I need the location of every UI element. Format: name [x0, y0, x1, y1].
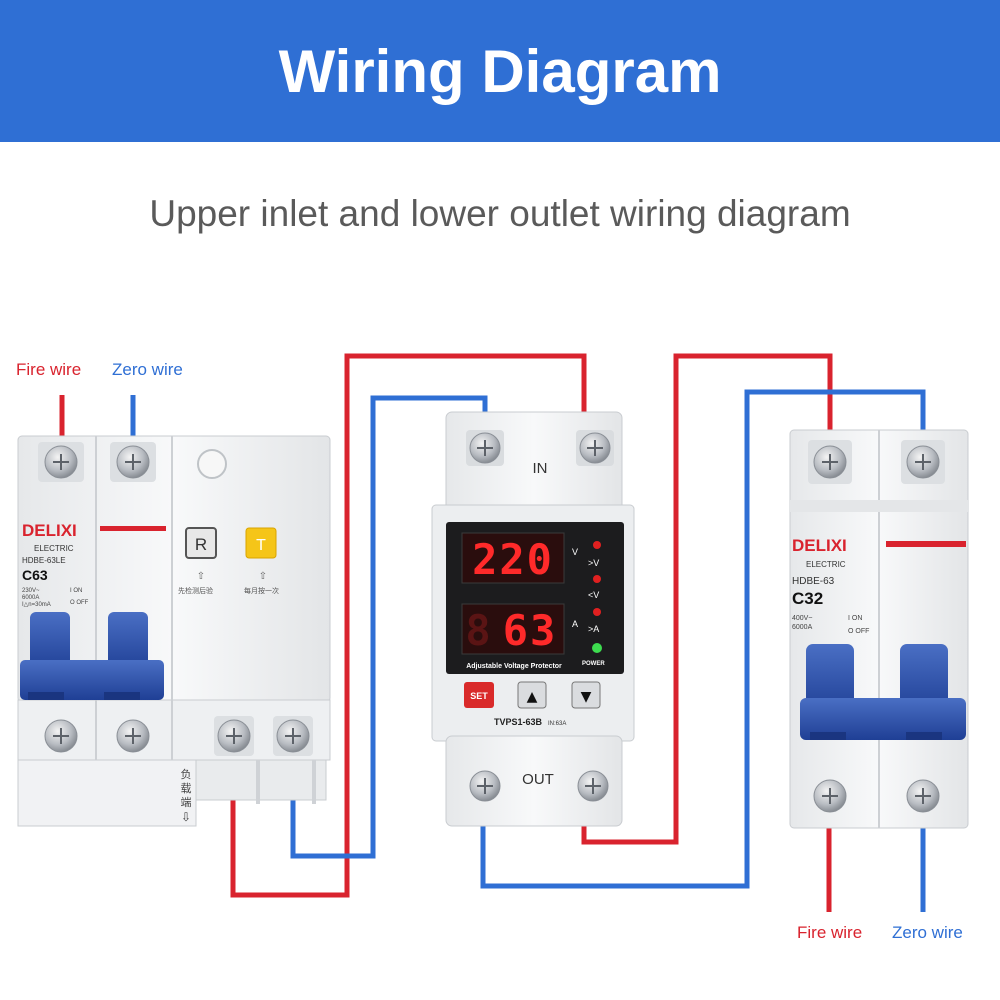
page-title: Wiring Diagram	[278, 38, 722, 105]
right-breaker-brand-sub: ELECTRIC	[806, 560, 846, 569]
voltage-protector: IN 220 8 63 V A >V <V >A POWER Adjustabl…	[431, 411, 635, 827]
screw-icon	[466, 430, 504, 466]
wires	[59, 353, 926, 912]
left-breaker-brand-sub: ELECTRIC	[34, 544, 74, 553]
under-voltage-label: <V	[588, 590, 599, 600]
output-zero-wire-label: Zero wire	[892, 923, 963, 942]
load-label-3: 端	[181, 796, 192, 809]
under-voltage-led	[593, 575, 601, 583]
left-breaker-spec-2: 6000A	[22, 595, 39, 601]
screw-icon	[901, 440, 945, 484]
protector-model: TVPS1-63B	[494, 717, 543, 727]
input-fire-wire-label: Fire wire	[16, 360, 82, 379]
screw-icon	[469, 770, 501, 802]
test-button	[245, 527, 277, 559]
current-display-blank-digit: 8	[465, 606, 490, 655]
left-breaker-spec-3: I△n=30mA	[22, 602, 51, 608]
right-breaker-spec-1: 400V~	[792, 615, 812, 622]
left-breaker-spec-1: 230V~	[22, 588, 40, 594]
set-button-label: SET	[470, 691, 488, 701]
header-banner: Wiring Diagram	[0, 0, 1000, 142]
down-arrow-icon: ⇩	[181, 810, 191, 824]
test-button-label: T	[256, 537, 266, 554]
power-label: POWER	[582, 661, 605, 667]
up-arrow-icon: ⇧	[197, 571, 205, 582]
left-breaker-rating: C63	[22, 567, 48, 583]
left-breaker: DELIXI ELECTRIC HDBE-63LE C63 230V~ 6000…	[17, 435, 331, 827]
output-fire-wire-label: Fire wire	[797, 923, 863, 942]
screw-icon	[110, 442, 156, 482]
screw-icon	[44, 719, 78, 753]
fire-wire-to-right-breaker	[581, 353, 833, 845]
reset-button	[185, 527, 217, 559]
zero-wire-to-protector-in	[290, 395, 488, 859]
screw-icon	[576, 430, 614, 466]
screw-icon	[38, 442, 84, 482]
left-breaker-off-label: O OFF	[70, 600, 89, 606]
set-button[interactable]	[464, 682, 494, 708]
load-label-2: 载	[181, 782, 192, 795]
in-terminal-label: IN	[533, 460, 548, 477]
right-breaker: DELIXI ELECTRIC HDBE-63 C32 400V~ 6000A …	[789, 429, 969, 829]
power-led	[592, 643, 602, 653]
screw-icon	[214, 716, 254, 756]
right-breaker-model: HDBE-63	[792, 576, 835, 587]
indicator-window	[197, 449, 227, 479]
right-breaker-spec-2: 6000A	[792, 624, 813, 631]
right-breaker-brand: DELIXI	[792, 536, 847, 555]
input-zero-wire-label: Zero wire	[112, 360, 183, 379]
over-voltage-led	[593, 541, 601, 549]
current-unit: A	[572, 619, 578, 629]
device-name: Adjustable Voltage Protector	[466, 663, 562, 670]
over-current-label: >A	[588, 624, 599, 634]
right-breaker-handle	[800, 644, 966, 740]
protector-rating: IN:63A	[548, 721, 566, 727]
over-current-led	[593, 608, 601, 616]
left-breaker-on-label: I ON	[70, 588, 82, 594]
up-button[interactable]	[517, 681, 547, 709]
left-breaker-handle	[20, 612, 164, 700]
screw-icon	[808, 440, 852, 484]
left-breaker-model: HDBE-63LE	[22, 556, 66, 565]
screw-icon	[906, 779, 940, 813]
current-reading: 63	[503, 606, 558, 655]
diagram-subtitle: Upper inlet and lower outlet wiring diag…	[149, 193, 851, 234]
down-arrow-icon: ▼	[581, 689, 592, 705]
zero-wire-to-right-breaker	[480, 389, 926, 889]
right-breaker-rating: C32	[792, 589, 823, 608]
current-display	[461, 603, 565, 655]
fire-wire-to-protector-in	[230, 353, 587, 898]
left-breaker-brand: DELIXI	[22, 521, 77, 540]
over-voltage-label: >V	[588, 558, 599, 568]
reset-button-label: R	[195, 535, 207, 554]
voltage-display	[461, 532, 565, 584]
screw-icon	[813, 779, 847, 813]
up-arrow-icon: ⇧	[259, 571, 267, 582]
screw-icon	[577, 770, 609, 802]
voltage-unit: V	[572, 547, 578, 557]
load-label-1: 负	[181, 767, 192, 781]
up-arrow-icon: ▲	[527, 689, 538, 705]
test-note: 每月按一次	[244, 586, 279, 595]
right-breaker-on-label: I ON	[848, 615, 862, 622]
voltage-reading: 220	[472, 535, 554, 584]
screw-icon	[273, 716, 313, 756]
screw-icon	[116, 719, 150, 753]
down-button[interactable]	[571, 681, 601, 709]
right-breaker-off-label: O OFF	[848, 628, 869, 635]
reset-note: 先检测后验	[178, 586, 213, 595]
out-terminal-label: OUT	[522, 771, 554, 788]
